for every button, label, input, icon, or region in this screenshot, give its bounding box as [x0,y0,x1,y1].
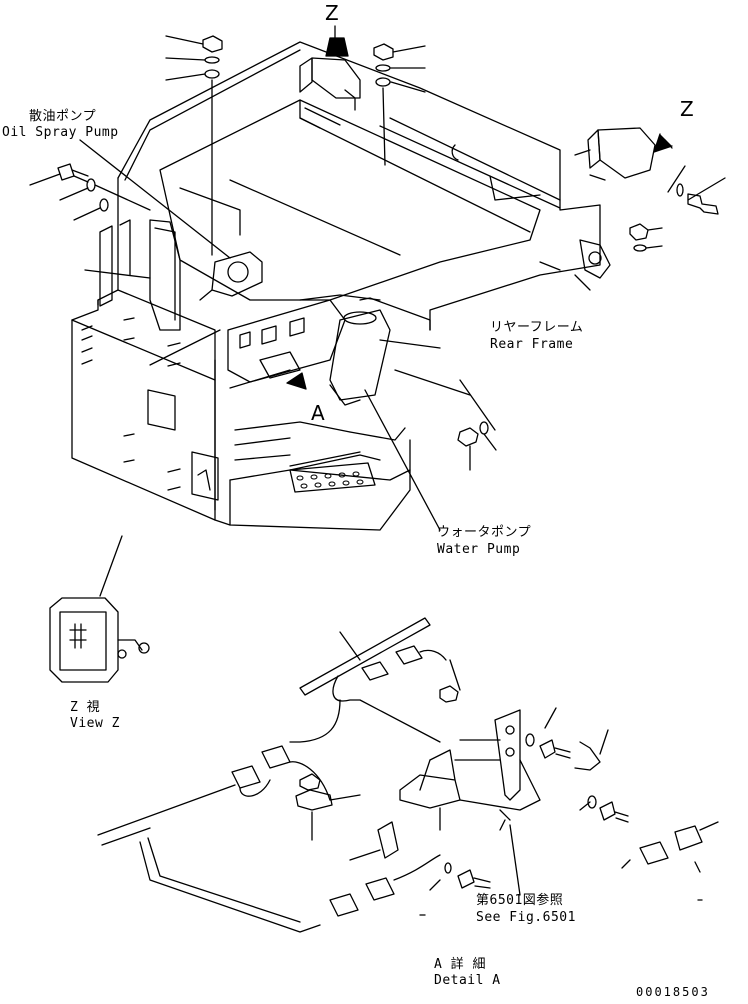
marker-z-top: Z [325,1,340,25]
view-z-label-en: View Z [70,716,120,731]
oil-spray-pump-drawing [79,139,263,366]
drawing-number: 00018503 [636,985,710,999]
see-fig-label-en: See Fig.6501 [476,910,576,925]
oil-spray-pump-label-jp: 散油ポンプ [29,109,97,124]
rear-frame-label-jp: リヤーフレーム [490,320,584,335]
detail-a-drawing [97,617,719,933]
oil-spray-pump-label-en: Oil Spray Pump [2,125,119,140]
left-bolt-hardware [29,163,151,221]
water-pump-label-jp: ウォータポンプ [437,525,532,540]
water-pump-label-en: Water Pump [437,542,521,557]
marker-z-right: Z [680,97,695,121]
rear-frame-drawing [71,41,601,531]
marker-a: A [311,401,326,425]
plate-holes [296,471,364,489]
water-pump-drawing [227,294,441,531]
right-nut-hardware [394,369,497,471]
view-z-label-jp: Z 視 [70,700,101,715]
see-fig-label-jp: 第6501図参照 [476,893,564,908]
top-left-hardware [165,35,223,256]
right-lamp-drawing [539,127,726,291]
detail-a-label-jp: A 詳 細 [434,957,486,972]
upper-lamp-drawing [299,25,361,129]
rear-frame-label-en: Rear Frame [490,337,574,352]
top-right-hardware [373,43,426,166]
detail-a-label-en: Detail A [434,973,501,988]
view-z-drawing [49,535,150,683]
